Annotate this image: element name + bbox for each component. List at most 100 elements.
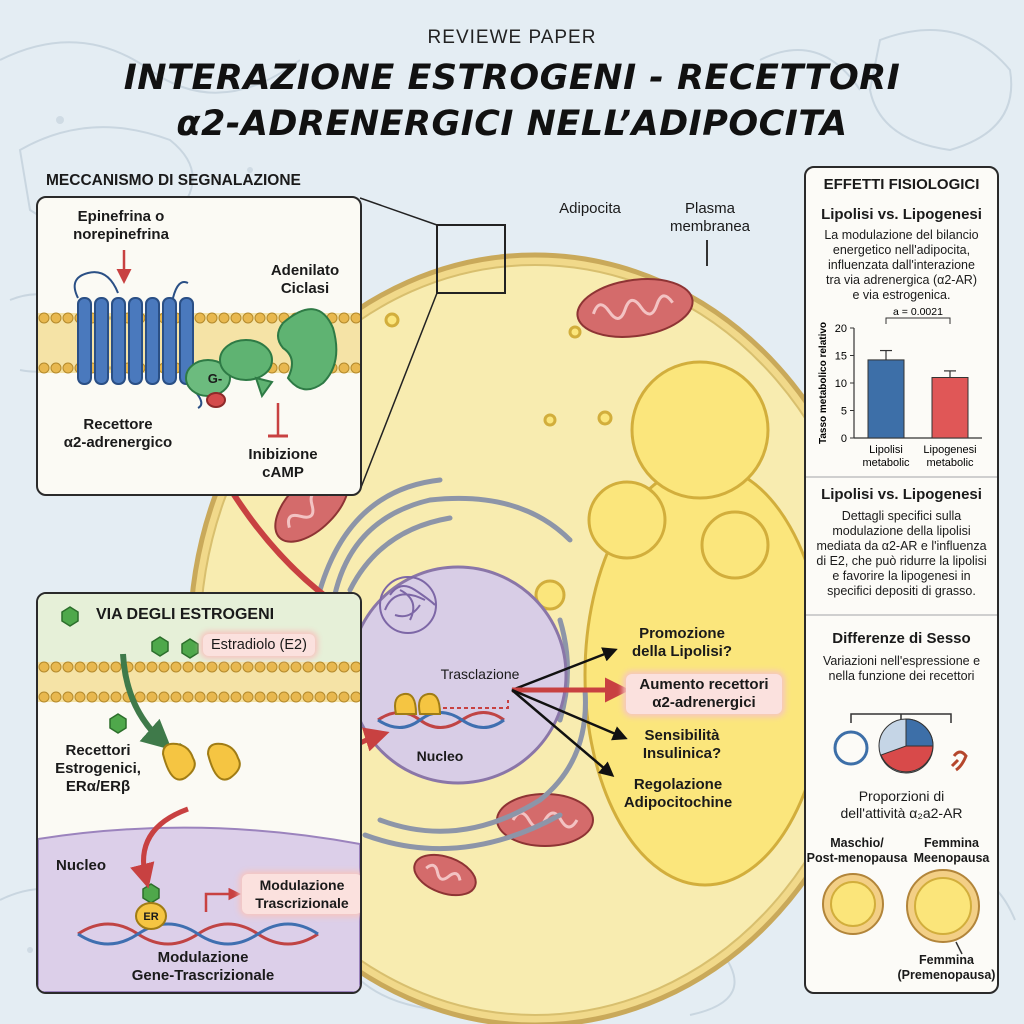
lipid-head	[290, 661, 302, 673]
lipid-head	[290, 691, 302, 703]
lipid-head	[326, 661, 338, 673]
lipid-head	[182, 661, 194, 673]
lipid-head	[158, 661, 170, 673]
lipid-head	[38, 661, 50, 673]
lipid-head	[146, 661, 158, 673]
lipid-head	[182, 691, 194, 703]
lipid-head	[230, 661, 242, 673]
lipid-head	[338, 691, 350, 703]
lipid-head	[218, 312, 230, 324]
lipid-head	[350, 691, 360, 703]
lipid-head	[170, 691, 182, 703]
lipid-head	[302, 661, 314, 673]
page-title-line2: α2-ADRENERGICI NELL’ADIPOCITA	[176, 104, 848, 144]
lipid-head	[218, 661, 230, 673]
sex-difference-graphic	[833, 713, 968, 774]
lipid-head	[86, 691, 98, 703]
lipid-head	[62, 661, 74, 673]
lipid-head	[314, 691, 326, 703]
estrogen-heading: VIA DEGLI ESTROGENI	[96, 606, 275, 623]
effects-panel: EFFETTI FISIOLOGICI Lipolisi vs. Lipogen…	[804, 166, 999, 994]
lipid-head	[62, 312, 74, 324]
lipid-head	[62, 691, 74, 703]
lipid-head	[74, 661, 86, 673]
x-tick-label: metabolic	[926, 457, 974, 469]
lipid-head	[230, 691, 242, 703]
bar	[931, 377, 969, 439]
estrogen-receptors	[161, 742, 241, 781]
male-ring	[833, 730, 869, 766]
lipid-head	[170, 661, 182, 673]
y-axis-label: Tasso metabolico relativo	[818, 322, 829, 444]
lipid-head	[50, 362, 62, 374]
section2-title: Lipolisi vs. Lipogenesi	[821, 486, 982, 503]
y-tick-label: 15	[835, 351, 847, 363]
nucleus	[348, 565, 568, 785]
female-symbol-icon	[950, 750, 968, 772]
lipid-head	[338, 362, 350, 374]
y-tick-label: 0	[841, 433, 847, 445]
supertitle: REVIEWE PAPER	[427, 27, 597, 48]
adipocyte-size-comparison	[822, 869, 980, 955]
output-arrows	[511, 647, 630, 777]
lipid-head	[50, 661, 62, 673]
lipid-head	[98, 691, 110, 703]
lipid-head	[338, 661, 350, 673]
adenylate-cyclase	[277, 308, 338, 391]
lipid-head	[206, 691, 218, 703]
er-dna-complex	[135, 902, 167, 930]
lipid-head	[230, 312, 242, 324]
large-adipocyte-icon	[906, 869, 980, 943]
estrogen-nucleus-label: Nucleo	[55, 857, 106, 874]
divider	[806, 476, 997, 478]
divider	[806, 614, 997, 616]
small-adipocyte-icon	[822, 873, 884, 935]
zoom-indicator	[359, 197, 506, 491]
lipid-head	[254, 312, 266, 324]
male-label: Maschio/Post-menopausa	[806, 836, 908, 865]
lipid-head	[278, 661, 290, 673]
estrogen-panel: VIA DEGLI ESTROGENI Estradiolo (E2) Rece…	[36, 592, 362, 994]
estradiol-label: Estradiolo (E2)	[203, 634, 315, 656]
lipid-head	[242, 661, 254, 673]
lipid-head	[38, 362, 50, 374]
lipid-head	[86, 661, 98, 673]
x-tick-label: metabolic	[862, 457, 910, 469]
lipid-head	[350, 362, 360, 374]
translocation-label: Trasclazione	[440, 666, 520, 682]
lipid-bilayer-estrogen	[38, 661, 360, 703]
lipid-head	[146, 691, 158, 703]
y-tick-label: 10	[835, 378, 847, 390]
lipid-head	[242, 691, 254, 703]
x-tick-label: Lipogenesi	[923, 444, 976, 456]
lipid-head	[194, 661, 206, 673]
lipid-head	[134, 661, 146, 673]
lipid-head	[242, 312, 254, 324]
lipid-head	[110, 661, 122, 673]
nucleus-label: Nucleo	[416, 748, 464, 764]
lipid-head	[338, 312, 350, 324]
er-label: ER	[143, 911, 159, 923]
y-tick-label: 20	[835, 323, 847, 335]
lipid-head	[266, 691, 278, 703]
y-tick-label: 5	[841, 406, 847, 418]
section3-title: Differenze di Sesso	[832, 630, 971, 647]
lipid-head	[98, 661, 110, 673]
lipid-head	[302, 691, 314, 703]
lipid-head	[134, 691, 146, 703]
lipid-head	[50, 691, 62, 703]
